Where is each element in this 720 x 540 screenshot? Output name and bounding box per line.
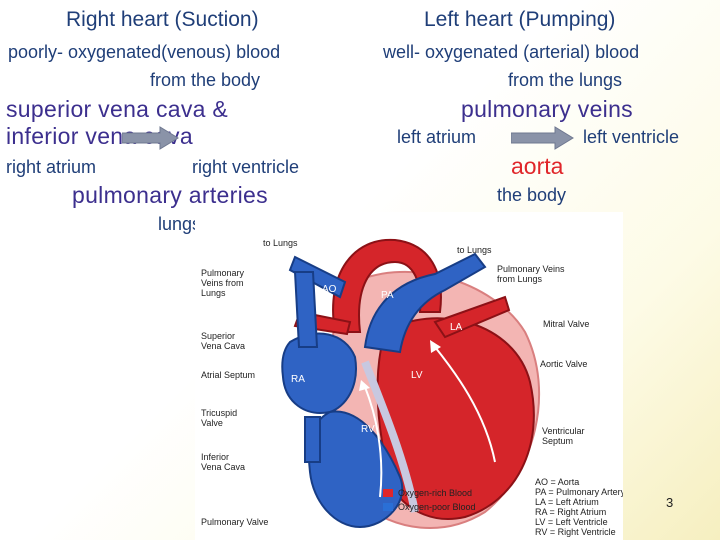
lungs-label: lungs bbox=[158, 214, 202, 234]
left-heart-blood-line1: well- oxygenated (arterial) blood bbox=[383, 42, 640, 62]
abbrev-ao: AO = Aorta bbox=[535, 477, 580, 487]
left-heart-blood-line2: from the lungs bbox=[508, 70, 623, 90]
right-heart-vessels-line1: superior vena cava & bbox=[6, 96, 229, 122]
chamber-la-label: LA bbox=[450, 322, 463, 333]
left-ventricle-label: left ventricle bbox=[583, 127, 680, 147]
aorta-label: aorta bbox=[511, 153, 564, 179]
chamber-ao-label: AO bbox=[322, 284, 337, 295]
tricuspid-valve-label: Tricuspid Valve bbox=[201, 408, 238, 428]
to-lungs-left-label: to Lungs bbox=[263, 238, 298, 248]
right-heart-heading: Right heart (Suction) bbox=[66, 8, 259, 31]
right-heart-blood-line2: from the body bbox=[150, 70, 261, 90]
legend-oxygen-poor-swatch bbox=[383, 503, 393, 511]
page-number: 3 bbox=[666, 495, 674, 510]
abbrev-lv: LV = Left Ventricle bbox=[535, 517, 608, 527]
chamber-ra-label: RA bbox=[291, 374, 305, 385]
heart-illustration bbox=[281, 238, 541, 529]
right-arrow-icon bbox=[511, 126, 574, 150]
pulmonary-valve-label: Pulmonary Valve bbox=[201, 517, 269, 527]
superior-vena-cava-label: Superior Vena Cava bbox=[201, 331, 246, 351]
legend-oxygen-rich-label: Oxygen-rich Blood bbox=[398, 488, 473, 498]
right-heart-blood-line1: poorly- oxygenated(venous) blood bbox=[8, 42, 281, 62]
right-ventricle-label: right ventricle bbox=[192, 157, 300, 177]
chamber-rv-label: RV bbox=[361, 424, 375, 435]
pulmonary-veins-right-label: Pulmonary Veins from Lungs bbox=[497, 264, 565, 284]
abbrev-pa: PA = Pulmonary Artery bbox=[535, 487, 623, 497]
left-heart-heading: Left heart (Pumping) bbox=[424, 8, 616, 31]
inferior-vena-cava-label: Inferior Vena Cava bbox=[201, 452, 246, 472]
atrial-septum-label: Atrial Septum bbox=[201, 370, 256, 380]
ventricular-septum-label: Ventricular Septum bbox=[542, 426, 585, 446]
chamber-lv-label: LV bbox=[411, 370, 423, 381]
abbrev-la: LA = Left Atrium bbox=[535, 497, 599, 507]
to-lungs-right-label: to Lungs bbox=[457, 245, 492, 255]
aortic-valve-label: Aortic Valve bbox=[540, 359, 588, 369]
legend-oxygen-rich-swatch bbox=[383, 489, 393, 497]
mitral-valve-label: Mitral Valve bbox=[543, 319, 590, 329]
chamber-pa-label: PA bbox=[381, 290, 394, 301]
legend-oxygen-poor-label: Oxygen-poor Blood bbox=[398, 502, 476, 512]
the-body-label: the body bbox=[497, 185, 567, 205]
abbrev-ra: RA = Right Atrium bbox=[535, 507, 607, 517]
left-atrium-label: left atrium bbox=[397, 127, 477, 147]
right-arrow-icon bbox=[122, 126, 179, 150]
pulmonary-arteries-label: pulmonary arteries bbox=[72, 182, 268, 208]
abbrev-rv: RV = Right Ventricle bbox=[535, 527, 616, 537]
right-atrium-label: right atrium bbox=[6, 157, 97, 177]
heart-diagram: to Lungs to Lungs Pulmonary Veins from L… bbox=[195, 212, 623, 540]
pulmonary-veins-label: pulmonary veins bbox=[461, 96, 633, 122]
pulmonary-veins-left-label: Pulmonary Veins from Lungs bbox=[201, 268, 245, 298]
